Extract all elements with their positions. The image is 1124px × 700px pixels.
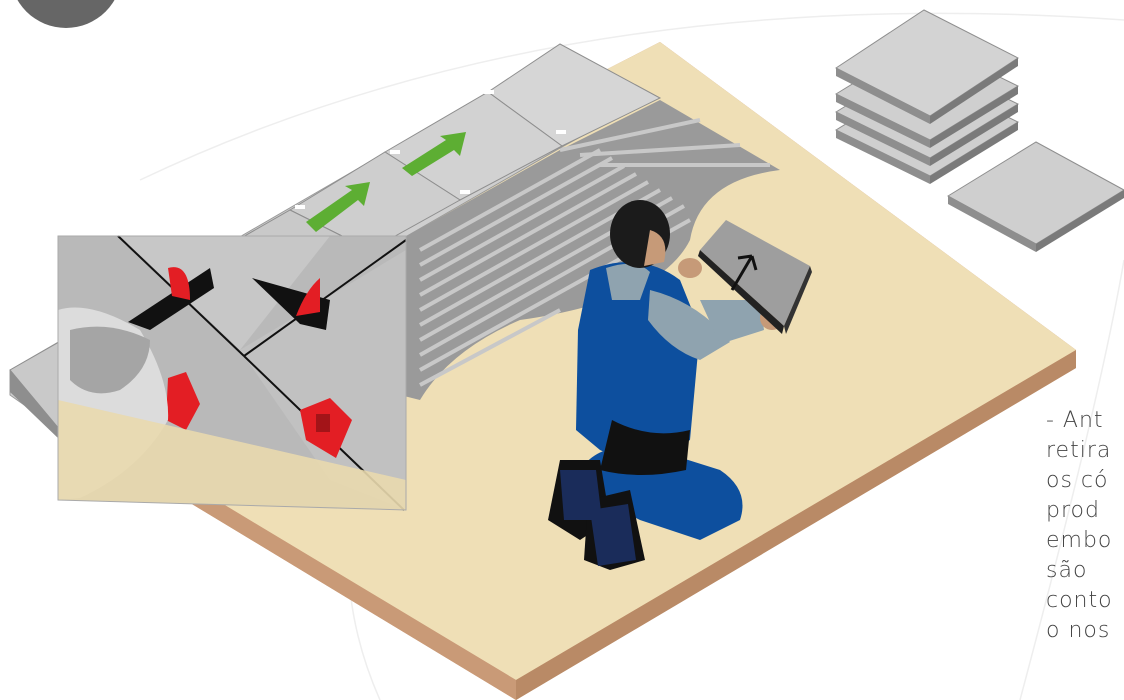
instruction-text: - Ant retira os có prod embo são conto o… <box>1046 406 1124 646</box>
instruction-line: conto <box>1046 586 1124 616</box>
instruction-line: embo <box>1046 526 1124 556</box>
detail-inset <box>58 236 406 510</box>
instruction-line: prod <box>1046 496 1124 526</box>
single-tile <box>948 142 1124 252</box>
instruction-line: - Ant <box>1046 406 1124 436</box>
instruction-line: o nos <box>1046 616 1124 646</box>
step-badge-icon <box>10 0 122 28</box>
instruction-line: são <box>1046 556 1124 586</box>
instruction-line: os có <box>1046 466 1124 496</box>
instruction-line: retira <box>1046 436 1124 466</box>
